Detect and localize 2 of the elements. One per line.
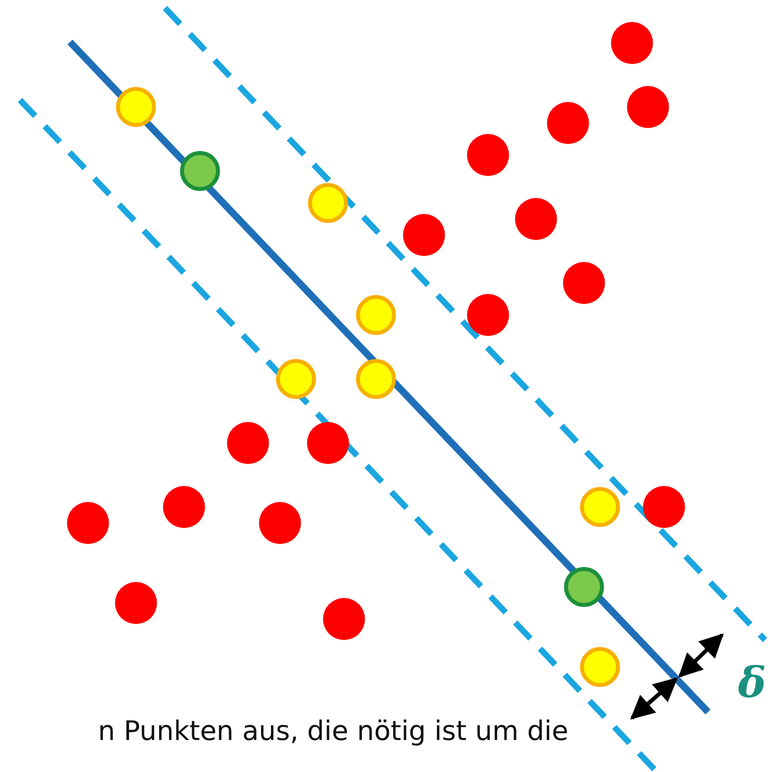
caption-text: n Punkten aus, die nötig ist um die	[98, 716, 568, 748]
margin-symbol: δ	[738, 662, 766, 704]
